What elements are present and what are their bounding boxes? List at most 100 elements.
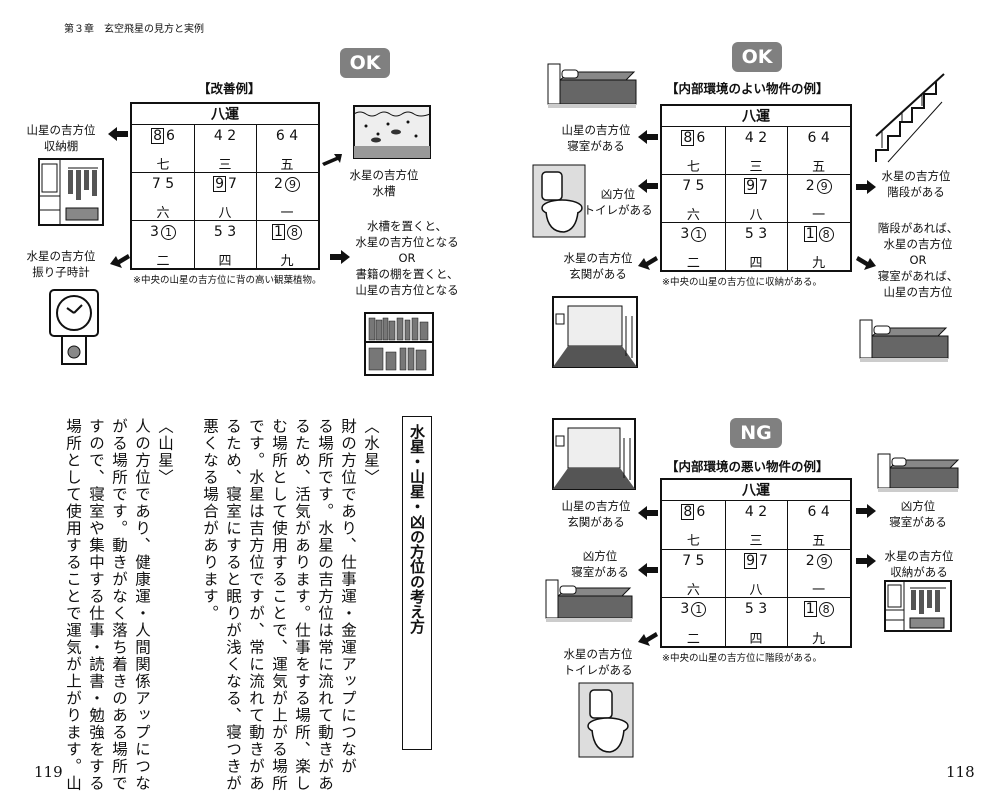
star-number: 6 xyxy=(696,130,706,146)
grid-line xyxy=(724,500,726,646)
cabinet-icon xyxy=(38,158,104,226)
bed-icon xyxy=(877,453,960,492)
grid-line xyxy=(787,126,789,270)
good-cell-bottom-4: 八 xyxy=(749,208,763,223)
bad-label-left-mid: 凶方位寝室がある xyxy=(571,549,629,579)
good-cell-top-2: 6 4 xyxy=(807,130,830,146)
bad-cell-bottom-5: 一 xyxy=(812,583,826,598)
arrow-left-icon xyxy=(108,127,128,141)
entrance-icon xyxy=(552,418,636,490)
bad-cell-bottom-8: 九 xyxy=(812,631,826,647)
bed-icon xyxy=(547,63,637,108)
boxed-star: 9 xyxy=(213,176,226,192)
bad-caption: 【内部環境の悪い物件の例】 xyxy=(666,459,829,474)
circled-star: 9 xyxy=(816,179,832,194)
bad-cell-top-2: 6 4 xyxy=(807,504,830,520)
entrance-icon xyxy=(552,296,638,368)
label-right-top: 水星の吉方位水槽 xyxy=(349,168,419,198)
circled-star: 1 xyxy=(160,225,176,240)
star-number: 2 xyxy=(274,176,283,192)
good-label-right-top: 水星の吉方位階段がある xyxy=(881,169,951,199)
bad-cell-top-7: 5 3 xyxy=(744,601,768,618)
arrow-down-left-icon xyxy=(638,256,658,270)
ok-badge: OK xyxy=(340,48,390,78)
arrow-down-left-icon xyxy=(110,254,130,268)
improve-cell-bottom-6: 二 xyxy=(156,254,170,269)
circled-star: 9 xyxy=(284,177,300,192)
grid-line xyxy=(132,220,318,221)
star-number: 3 xyxy=(150,224,159,240)
body-col-10: 〈山星〉 xyxy=(156,418,174,486)
arrow-right-icon xyxy=(856,504,876,518)
bad-cell-bottom-0: 七 xyxy=(686,534,700,550)
good-cell-bottom-8: 九 xyxy=(812,256,826,271)
ok-badge-good: OK xyxy=(732,42,782,72)
good-cell-top-3: 7 5 xyxy=(682,178,705,194)
boxed-star: 8 xyxy=(681,130,695,146)
good-label-left-mid: 凶方位トイレがある xyxy=(583,187,653,217)
good-note: ※中央の山星の吉方位に収納がある。 xyxy=(662,277,822,288)
body-col-5: む場所として使用することで、運気が上がる場所 xyxy=(270,418,288,792)
body-col-13: すので、寝室や集中する仕事・読書・勉強をする xyxy=(87,418,105,792)
star-number: 6 xyxy=(166,128,175,144)
running-head: 第３章 玄空飛星の見方と実例 xyxy=(64,24,204,35)
grid-line xyxy=(256,124,257,268)
star-number: 7 xyxy=(758,178,768,194)
star-number: 6 xyxy=(696,504,706,520)
improve-cell-top-3: 7 5 xyxy=(151,176,175,192)
bad-cell-top-1: 4 2 xyxy=(744,504,768,520)
left-page-number: 119 xyxy=(34,763,63,781)
good-label-right-bottom: 階段があれば、 水星の吉方位 OR 寝室があれば、 山星の吉方位 xyxy=(877,221,959,299)
ng-badge: NG xyxy=(730,418,782,448)
good-label-left-top: 山星の吉方位寝室がある xyxy=(561,123,631,153)
right-page-number: 118 xyxy=(946,763,975,781)
boxed-star: 8 xyxy=(151,128,164,144)
bad-cell-bottom-4: 八 xyxy=(749,583,763,598)
good-cell-bottom-3: 六 xyxy=(686,208,700,223)
bad-cell-bottom-3: 六 xyxy=(686,583,700,598)
bad-label-left-bottom: 水星の吉方位トイレがある xyxy=(563,647,633,677)
star-number: 2 xyxy=(805,178,815,194)
star-number: 3 xyxy=(680,601,690,618)
staircase-icon xyxy=(875,73,945,163)
boxed-star: 1 xyxy=(272,224,285,240)
bookshelf-icon xyxy=(364,312,434,376)
star-number: 2 xyxy=(805,552,815,569)
bad-cell-bottom-2: 五 xyxy=(812,534,826,550)
bad-cell-bottom-1: 三 xyxy=(749,534,763,550)
boxed-star: 1 xyxy=(803,226,817,242)
section-heading-frame xyxy=(402,416,432,750)
improve-cell-bottom-0: 七 xyxy=(156,158,170,173)
body-col-8: 悪くなる場合があります。 xyxy=(201,418,219,622)
grid-note: ※中央の山星の吉方位に背の高い観葉植物。 xyxy=(133,275,322,286)
bad-label-right-bottom: 水星の吉方位収納がある xyxy=(884,549,954,579)
bad-grid-title: 八運 xyxy=(662,480,850,501)
arrow-right-icon xyxy=(856,180,876,194)
body-col-11: 人の方位であり、健康運・人間関係アップにつな xyxy=(133,418,151,792)
body-col-14: 場所として使用することで運気が上がります。山 xyxy=(64,418,82,792)
good-cell-bottom-5: 一 xyxy=(812,208,826,223)
bad-cell-bottom-7: 四 xyxy=(749,631,763,647)
star-number: 3 xyxy=(680,226,690,242)
circled-star: 8 xyxy=(818,227,834,242)
body-col-1: 〈水星〉 xyxy=(362,418,380,486)
boxed-star: 9 xyxy=(744,178,757,194)
arrow-left-icon xyxy=(638,179,658,193)
toilet-icon xyxy=(578,682,634,758)
grid-line xyxy=(194,124,195,268)
good-caption: 【内部環境のよい物件の例】 xyxy=(666,81,829,96)
arrow-up-right-icon xyxy=(322,154,342,166)
grid-line xyxy=(724,126,726,270)
label-right-bottom: 水槽を置くと、 水星の吉方位となる OR 書籍の棚を置くと、 山星の吉方位となる xyxy=(355,219,459,297)
bed-icon xyxy=(859,319,949,362)
arrow-left-icon xyxy=(638,563,658,577)
good-cell-bottom-0: 七 xyxy=(686,160,700,175)
